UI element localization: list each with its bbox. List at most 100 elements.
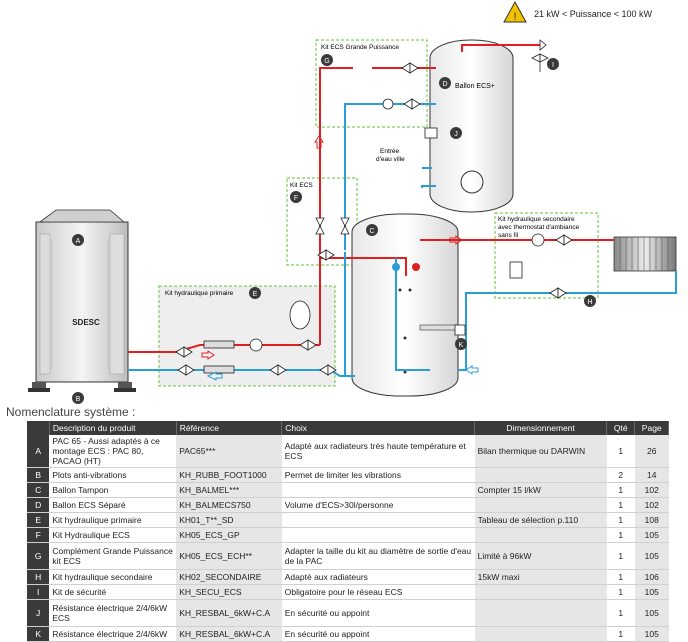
row-dimensionnement [474,584,607,600]
row-page: 108 [634,512,669,528]
row-page: 105 [634,542,669,570]
row-dimensionnement: 15kW maxi [474,569,607,585]
row-page: 106 [634,569,669,585]
row-description: Kit Hydraulique ECS [49,527,177,543]
row-description: Kit hydraulique primaire [49,512,177,528]
row-quantity: 1 [606,527,635,543]
row-quantity: 1 [606,435,635,468]
svg-text:I: I [552,62,554,69]
row-choix: Adapté aux radiateurs très haute tempéra… [281,435,475,468]
kit-hyd-secondaire-box [494,212,599,299]
valves [175,62,573,376]
row-choix: Adapter la taille du kit au diamètre de … [281,542,475,570]
svg-text:B: B [76,396,81,403]
row-reference: KH_BALMECS750 [176,497,282,513]
marker-g: G [321,54,333,66]
row-page: 26 [634,435,669,468]
heat-pump-brand: SDESC [72,318,100,327]
row-page: 105 [634,584,669,600]
row-reference: KH02_SECONDAIRE [176,569,282,585]
row-quantity: 1 [606,584,635,600]
row-dimensionnement: Compter 15 l/kW [474,482,607,498]
header-reference: Référence [176,421,283,435]
row-page: 102 [634,497,669,513]
row-choix [281,527,475,543]
marker-h: H [584,295,596,307]
kit-ecs-gp-label: Kit ECS Grande Puissance [321,44,399,51]
row-description: Kit de sécurité [49,584,177,600]
row-description: Résistance électrique 2/4/6kW ECS [49,599,177,627]
row-letter: G [27,542,50,570]
svg-text:H: H [587,299,592,306]
row-quantity: 1 [606,512,635,528]
row-quantity: 1 [606,569,635,585]
row-quantity: 1 [606,497,635,513]
kit-ecs-label: Kit ECS [290,182,313,189]
row-choix: Adapté aux radiateurs [281,569,475,585]
row-dimensionnement: Tableau de sélection p.110 [474,512,607,528]
nomenclature-table: Description du produit Référence Choix D… [27,421,669,642]
buffer-tank [351,213,459,397]
row-reference: KH_BALMEL*** [176,482,282,498]
row-letter: D [27,497,50,513]
row-reference: KH_SECU_ECS [176,584,282,600]
row-dimensionnement: Bilan thermique ou DARWIN [474,435,607,468]
marker-a: A [72,234,84,246]
row-description: PAC 65 - Aussi adaptés à ce mon­tage ECS… [49,435,177,468]
svg-text:C: C [369,228,374,235]
entree-eau-label-2: d'eau ville [376,156,405,163]
warning-text: 21 kW < Puissance < 100 kW [534,9,653,19]
svg-text:K: K [459,342,464,349]
row-letter: J [27,599,50,627]
row-reference: KH_RESBAL_6kW+C.A [176,599,282,627]
svg-text:J: J [454,131,458,138]
flow-arrows [201,135,479,381]
row-letter: I [27,584,50,600]
radiator [613,236,677,272]
marker-d: D [439,77,451,89]
row-choix [281,512,475,528]
row-description: Plots anti-vibrations [49,467,177,483]
header-page: Page [634,421,669,435]
hydraulic-diagram: ! 21 kW < Puissance < 100 kW Kit ECS Gra… [28,0,677,404]
row-page: 102 [634,482,669,498]
row-quantity: 1 [606,599,635,627]
marker-i: I [547,58,559,70]
ballon-ecs-label: Ballon ECS+ [455,83,495,90]
row-dimensionnement [474,497,607,513]
marker-c: C [366,224,378,236]
row-description: Kit hydraulique secondaire [49,569,177,585]
ecs-tank: Ballon ECS+ [429,39,514,213]
row-page: 105 [634,527,669,543]
svg-text:G: G [324,58,329,65]
row-page: 105 [634,599,669,627]
marker-k: K [455,338,467,350]
row-dimensionnement [474,527,607,543]
row-choix: Volume d'ECS>30l/personne [281,497,475,513]
row-description: Ballon ECS Séparé [49,497,177,513]
row-reference: KH01_T**_SD [176,512,282,528]
row-reference: PAC65*** [176,435,282,468]
heat-pump: SDESC [28,209,136,392]
kit-ecs-box [286,177,358,266]
entree-eau-label-1: Entrée [380,148,400,155]
row-quantity: 1 [606,542,635,570]
row-description: Ballon Tampon [49,482,177,498]
row-dimensionnement [474,599,607,627]
row-dimensionnement [474,467,607,483]
marker-f: F [290,191,302,203]
kit-hyd-secondaire-label-1: Kit hydraulique secondaire [498,216,575,223]
header-description: Description du produit [49,421,177,435]
row-letter: A [27,435,50,468]
row-reference: KH05_ECS_GP [176,527,282,543]
row-choix: Permet de limiter les vibrations [281,467,475,483]
